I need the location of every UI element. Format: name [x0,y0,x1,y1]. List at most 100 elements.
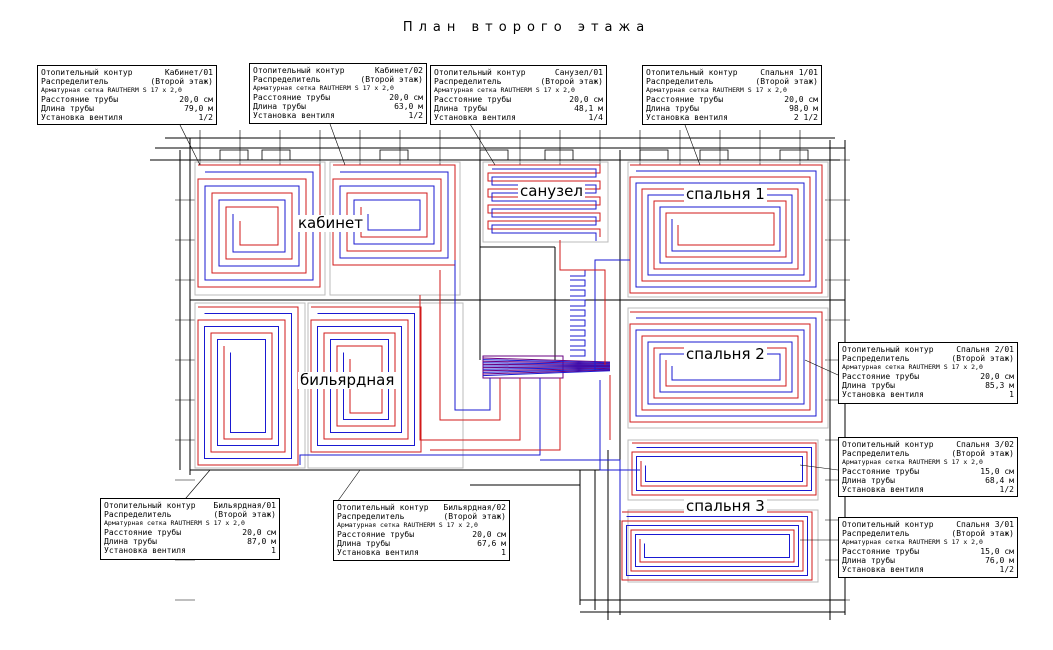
circuit-valve-value: 1 [1009,390,1014,399]
circuit-spacing-label: Расстояние трубы [337,530,415,539]
window-mark [699,149,729,161]
circuit-distributor: Распределитель (Второй этаж) [842,354,1014,363]
circuit-mesh: Арматурная сетка RAUTHERM S 17 x 2,0 [41,86,213,95]
manifold-feed [482,357,611,363]
circuit-distributor-value: (Второй этаж) [951,449,1014,458]
circuit-length-value: 79,0 м [184,104,213,113]
circuit-length-label: Длина трубы [842,556,895,565]
circuit-mesh: Арматурная сетка RAUTHERM S 17 x 2,0 [434,86,603,95]
circuit-distributor: Распределитель(Второй этаж) [253,75,423,84]
manifold-feed [482,367,611,372]
circuit-length-label: Длина трубы [842,381,895,390]
circuit-distributor-value: (Второй этаж) [951,354,1014,363]
circuit-valve-label: Установка вентиля [337,548,419,557]
circuit-valve-label: Установка вентиля [104,546,186,555]
loop-spalnya-1-supply [629,164,823,294]
loop-bilyardnaya-01-return [204,313,292,459]
circuit-length-value: 68,4 м [985,476,1014,485]
circuit-distributor-value: (Второй этаж) [951,529,1014,538]
circuit-mesh-label: Арматурная сетка RAUTHERM S 17 x 2,0 [842,458,983,466]
manifold-feed [482,360,611,365]
circuit-name-value: Кабинет/01 [164,68,213,77]
circuit-valve-label: Установка вентиля [253,111,335,120]
circuit-mesh: Арматурная сетка RAUTHERM S 17 x 2,0 [842,458,1014,467]
circuit-spacing-label: Расстояние трубы [842,372,920,381]
circuit-name-label: Отопительный контур [337,503,429,512]
circuit-name-label: Отопительный контур [842,520,934,529]
feeder-pipe [439,270,501,421]
manifold-feed [482,366,611,369]
circuit-distributor-label: Распределитель [253,75,321,84]
circuit-spacing-value: 20,0 см [784,95,818,104]
circuit-distributor: Распределитель (Второй этаж) [842,449,1014,458]
leader-line [799,464,839,471]
circuit-mesh: Арматурная сетка RAUTHERM S 17 x 2,0 [842,538,1014,547]
circuit-distributor-value: (Второй этаж) [540,77,603,86]
manifold-feed [482,368,611,373]
room-label-sanuzel: санузел [518,182,585,200]
feeder-pipe [430,378,561,451]
room-label-kabinet: кабинет [296,214,366,232]
circuit-distributor-value: (Второй этаж) [150,77,213,86]
circuit-mesh: Арматурная сетка RAUTHERM S 17 x 2,0 [253,84,423,93]
feeder-pipe [540,459,621,520]
circuit-name-value: Кабинет/02 [374,66,423,75]
manifold-feed [482,367,611,370]
circuit-length-value: 98,0 м [789,104,818,113]
circuit-distributor-label: Распределитель [646,77,714,86]
circuit-distributor: Распределитель(Второй этаж) [41,77,213,86]
circuit-distributor-label: Распределитель [842,449,910,458]
circuit-mesh: Арматурная сетка RAUTHERM S 17 x 2,0 [337,521,506,530]
circuit-length-label: Длина трубы [337,539,390,548]
leader-line [334,469,361,506]
circuit-distributor-label: Распределитель [842,354,910,363]
circuit-valve-value: 1/2 [198,113,213,122]
window-mark [544,149,574,161]
circuit-spacing-value: 15,0 см [980,467,1014,476]
loop-kabinet-02-return [339,171,449,259]
circuit-name-label: Отопительный контур [434,68,526,77]
loop-kabinet-01-return [204,171,314,281]
room-outline [482,161,609,243]
room-label-spalnya3: спальня 3 [684,497,767,515]
window-mark [779,149,809,161]
circuit-mesh: Арматурная сетка RAUTHERM S 17 x 2,0 [104,519,276,528]
loop-kabinet-01-supply [197,164,321,288]
circuit-length-label: Длина трубы [253,102,306,111]
window-mark [639,149,669,161]
circuit-name-label: Отопительный контур [253,66,345,75]
circuit-name-label: Отопительный контур [104,501,196,510]
feeder-pipe [599,380,640,471]
riser-loop [570,269,586,277]
circuit-name-value: Спальня 1/01 [760,68,818,77]
circuit-mesh-label: Арматурная сетка RAUTHERM S 17 x 2,0 [434,86,575,94]
circuit-mesh: Арматурная сетка RAUTHERM S 17 x 2,0 [646,86,818,95]
loop-bilyardnaya-01-supply [197,306,299,466]
circuit-spacing-label: Расстояние трубы [434,95,512,104]
circuit-spacing-value: 15,0 см [980,547,1014,556]
loop-spalnya-3-01-return [626,516,808,576]
circuit-name-value: Бильярдная/02 [443,503,506,512]
circuit-mesh-label: Арматурная сетка RAUTHERM S 17 x 2,0 [842,538,983,546]
circuit-distributor: Распределитель(Второй этаж) [434,77,603,86]
circuit-name: Отопительный контур Бильярдная/02 [337,503,506,512]
room-outline [627,161,829,298]
